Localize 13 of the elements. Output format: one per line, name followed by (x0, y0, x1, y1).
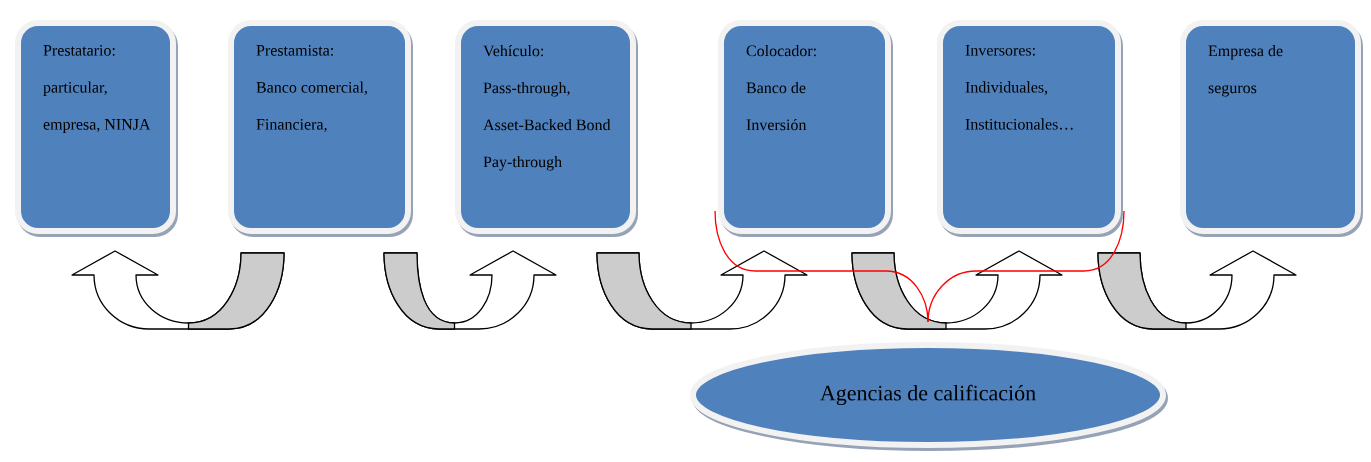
bracket-line (927, 210, 1125, 323)
curved-block-arrow (383, 250, 557, 330)
process-box: Prestamista: Banco comercial, Financiera, (228, 20, 413, 237)
process-box: Vehículo: Pass-through, Asset-Backed Bond Pay-through (455, 20, 638, 237)
process-box: Empresa de seguros (1180, 20, 1363, 237)
curved-block-arrow (851, 250, 1063, 330)
process-box: Colocador: Banco de Inversión (718, 20, 893, 237)
ellipse-node: Agencias de calificación (690, 342, 1168, 451)
curved-block-arrow (71, 250, 285, 330)
curved-block-arrow (1097, 250, 1297, 330)
process-box: Prestatario: particular, empresa, NINJA (15, 20, 178, 237)
curved-block-arrow (596, 250, 808, 330)
process-box: Inversores: Individuales, Institucionales… (937, 20, 1123, 237)
